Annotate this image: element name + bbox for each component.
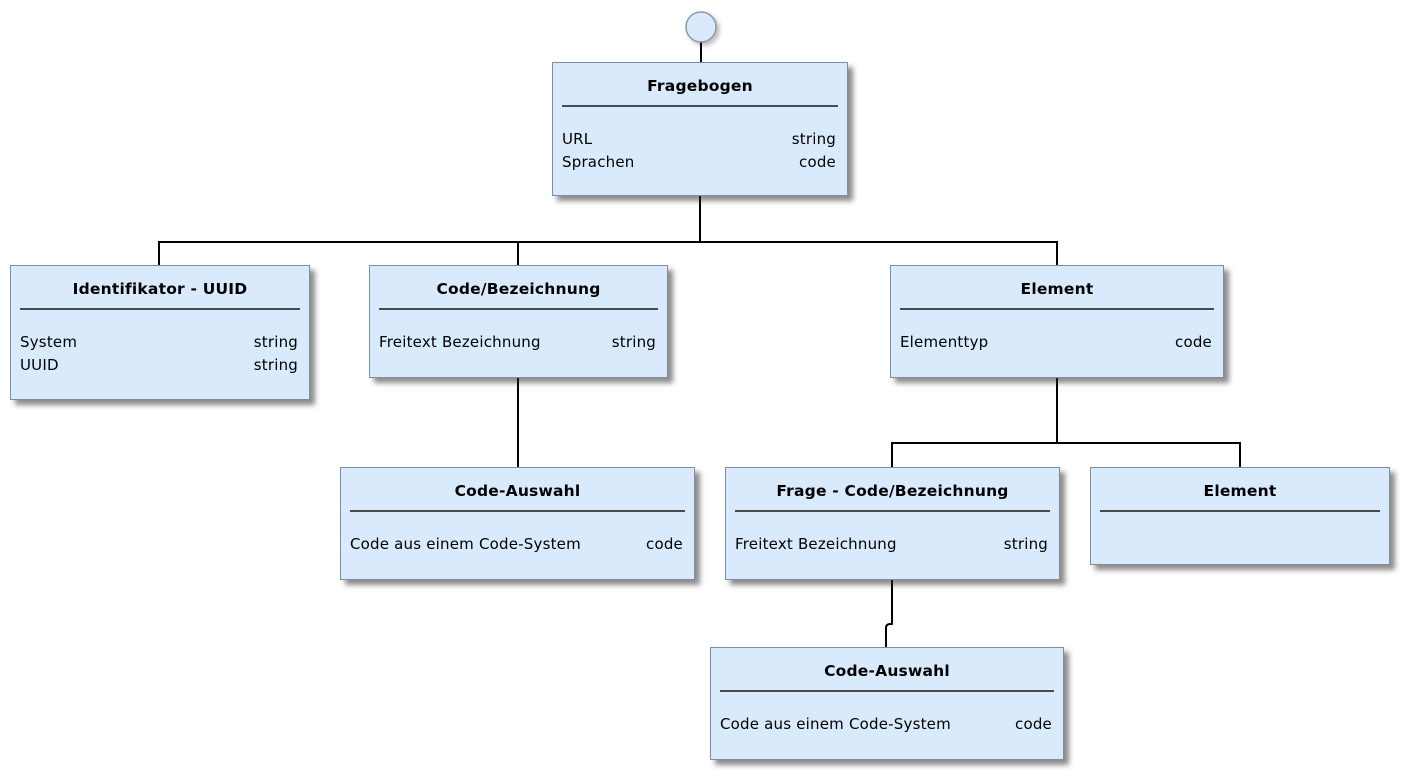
title-separator (720, 690, 1054, 692)
attribute-name: Sprachen (562, 153, 635, 171)
attribute-row: Elementtyp code (900, 331, 1212, 354)
node-attributes: URL string Sprachen code (553, 107, 847, 174)
node-attributes: Elementtyp code (891, 310, 1223, 354)
title-separator (20, 308, 300, 310)
node-attributes: System string UUID string (11, 310, 309, 377)
attribute-type: code (799, 153, 836, 171)
attribute-type: code (1015, 715, 1052, 733)
node-code-auswahl[interactable]: Code-Auswahl Code aus einem Code-System … (340, 467, 695, 580)
title-separator (379, 308, 658, 310)
attribute-name: System (20, 333, 78, 351)
attribute-row: Sprachen code (562, 151, 836, 174)
attribute-type: code (646, 535, 683, 553)
root-circle[interactable] (685, 11, 717, 43)
attribute-type: string (253, 356, 298, 374)
node-attributes: Code aus einem Code-System code (341, 512, 694, 556)
attribute-row: Freitext Bezeichnung string (735, 533, 1048, 556)
node-title: Fragebogen (647, 77, 753, 95)
node-title: Code-Auswahl (824, 662, 950, 680)
title-separator (900, 308, 1214, 310)
title-separator (350, 510, 685, 512)
attribute-type: string (791, 130, 836, 148)
attribute-type: string (253, 333, 298, 351)
attribute-type: string (611, 333, 656, 351)
node-element[interactable]: Element Elementtyp code (890, 265, 1224, 378)
node-title: Code/Bezeichnung (436, 280, 601, 298)
node-title: Element (1020, 280, 1094, 298)
attribute-row: Code aus einem Code-System code (350, 533, 683, 556)
attribute-row: System string (20, 331, 298, 354)
attribute-name: UUID (20, 356, 59, 374)
attribute-name: Elementtyp (900, 333, 989, 351)
node-element-2[interactable]: Element (1090, 467, 1390, 565)
attribute-name: Code aus einem Code-System (720, 715, 951, 733)
node-attributes: Freitext Bezeichnung string (370, 310, 667, 354)
node-fragebogen[interactable]: Fragebogen URL string Sprachen code (552, 62, 848, 196)
attribute-name: Freitext Bezeichnung (379, 333, 541, 351)
title-separator (735, 510, 1050, 512)
node-attributes: Code aus einem Code-System code (711, 692, 1063, 736)
attribute-type: string (1003, 535, 1048, 553)
title-separator (1100, 510, 1380, 512)
attribute-row: UUID string (20, 354, 298, 377)
node-code-bezeichnung[interactable]: Code/Bezeichnung Freitext Bezeichnung st… (369, 265, 668, 378)
attribute-name: Freitext Bezeichnung (735, 535, 897, 553)
connector-frage-codeauswahl2 (885, 579, 893, 649)
title-separator (562, 105, 838, 107)
node-attributes (1091, 512, 1389, 533)
node-attributes: Freitext Bezeichnung string (726, 512, 1059, 556)
node-title: Frage - Code/Bezeichnung (776, 482, 1009, 500)
node-title: Identifikator - UUID (72, 280, 248, 298)
attribute-row: URL string (562, 128, 836, 151)
node-code-auswahl-2[interactable]: Code-Auswahl Code aus einem Code-System … (710, 647, 1064, 760)
node-title: Element (1203, 482, 1277, 500)
attribute-type: code (1175, 333, 1212, 351)
node-title: Code-Auswahl (454, 482, 581, 500)
attribute-row: Freitext Bezeichnung string (379, 331, 656, 354)
attribute-row: Code aus einem Code-System code (720, 713, 1052, 736)
attribute-name: Code aus einem Code-System (350, 535, 581, 553)
node-identifikator-uuid[interactable]: Identifikator - UUID System string UUID … (10, 265, 310, 400)
attribute-name: URL (562, 130, 593, 148)
node-frage-code-bezeichnung[interactable]: Frage - Code/Bezeichnung Freitext Bezeic… (725, 467, 1060, 580)
